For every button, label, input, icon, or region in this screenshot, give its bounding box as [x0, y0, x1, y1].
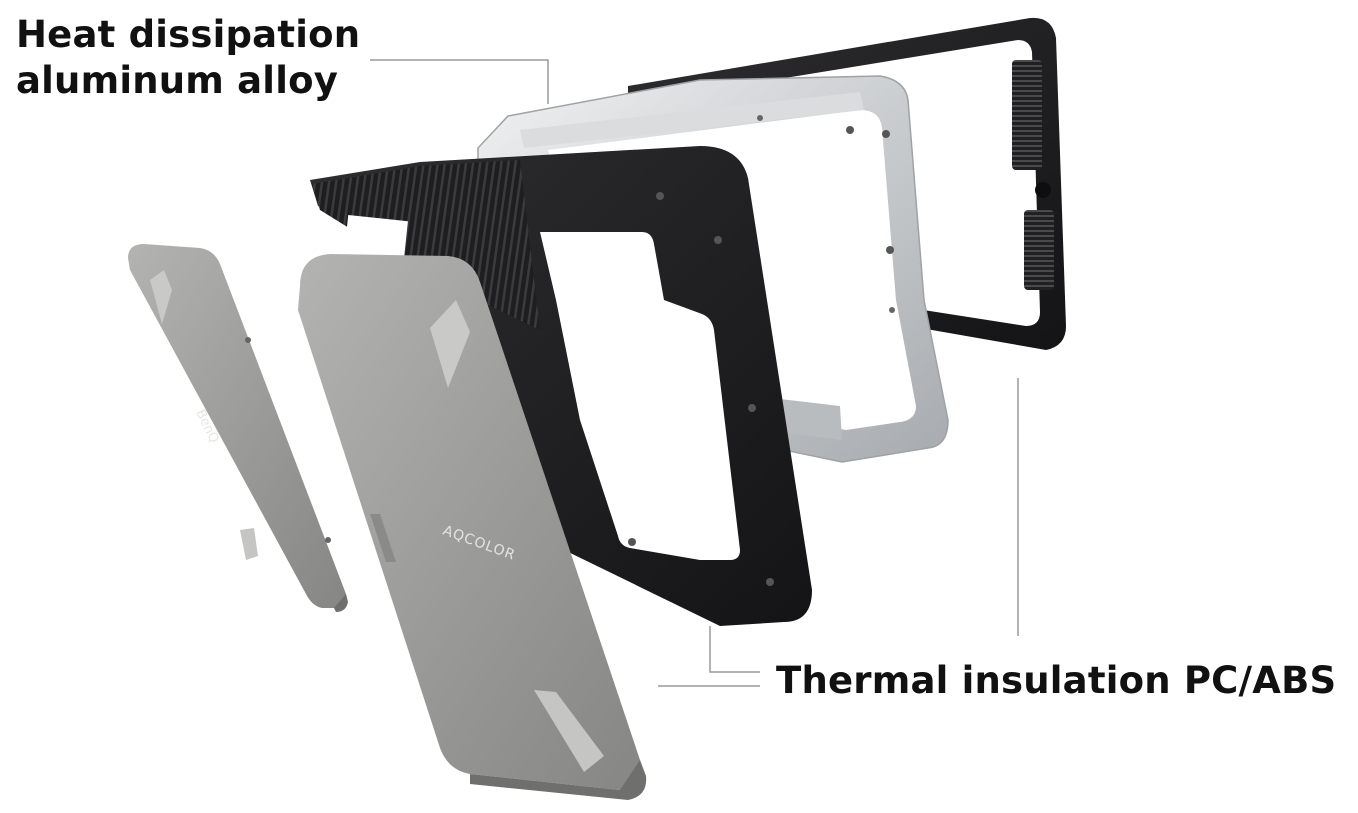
large-gray-cover: AQCOLOR: [298, 254, 647, 800]
leader-line-frame: [709, 626, 760, 673]
thermal-insulation-label: Thermal insulation PC/ABS: [776, 659, 1337, 702]
leader-line-aluminum: [370, 59, 549, 104]
cover-tab-upper: [430, 300, 470, 388]
side-grip-lower: [1024, 210, 1054, 290]
heat-dissipation-label-line2: aluminum alloy: [16, 59, 339, 102]
heat-dissipation-label: Heat dissipation aluminum alloy: [16, 12, 360, 104]
leader-lines: [370, 59, 1019, 687]
side-grip-upper: [1012, 60, 1042, 170]
cover-tab-lower: [534, 690, 604, 772]
heat-dissipation-label-line1: Heat dissipation: [16, 13, 361, 56]
